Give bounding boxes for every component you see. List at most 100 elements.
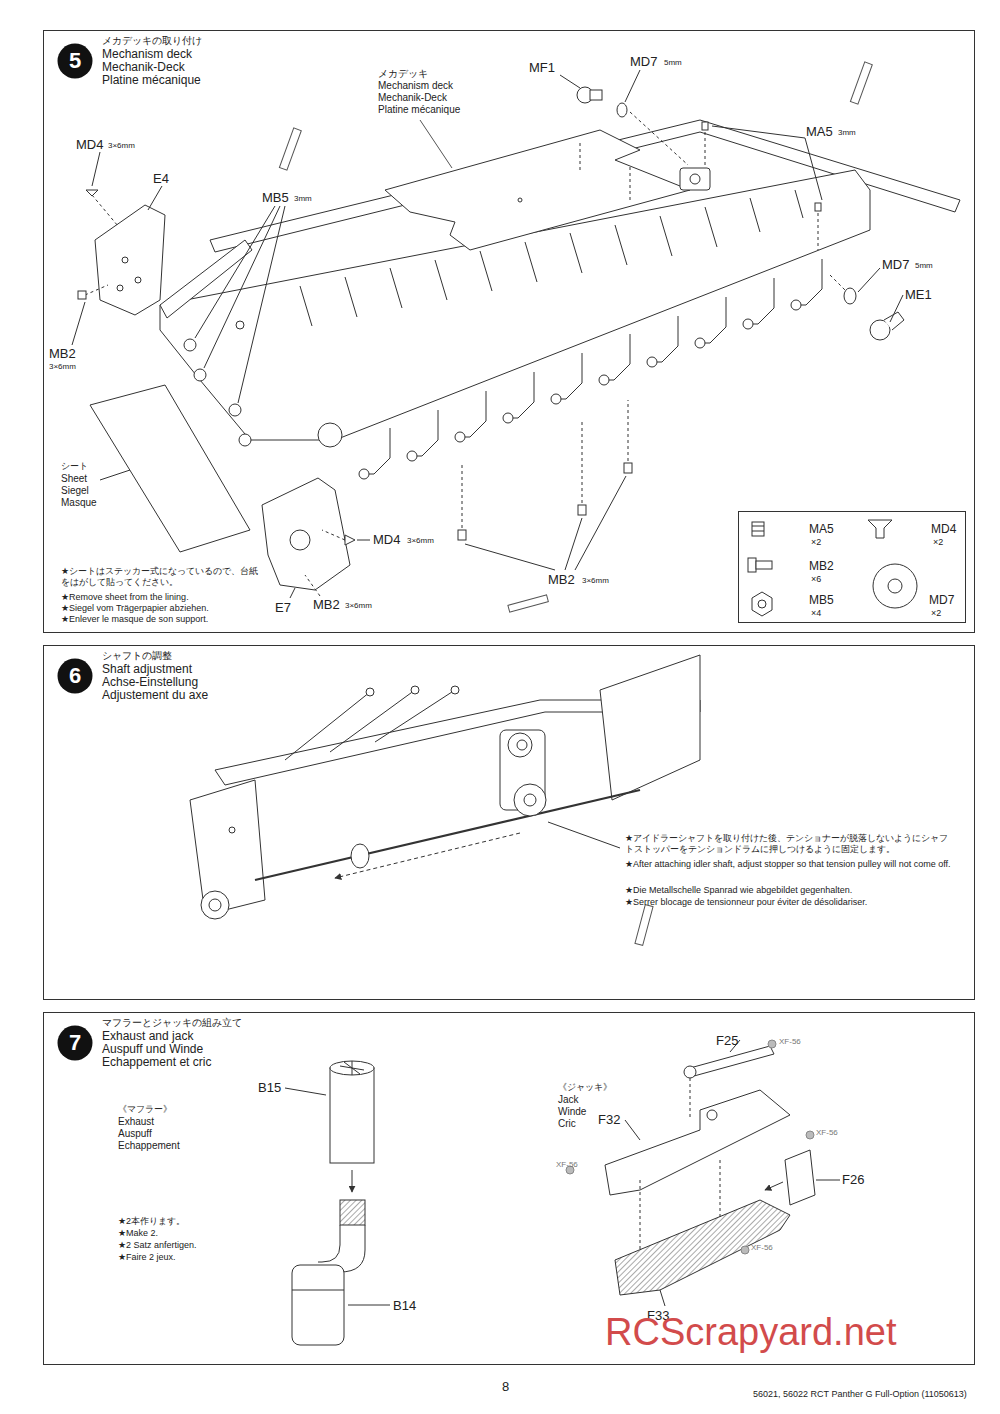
screw-size: 5mm bbox=[915, 261, 933, 271]
glue-tube bbox=[635, 905, 653, 946]
bracket-drawing bbox=[72, 302, 85, 345]
tensioner-parts bbox=[630, 112, 688, 165]
parts-icons bbox=[752, 531, 764, 532]
bracket-drawing bbox=[122, 257, 128, 263]
exhaust-drawing bbox=[285, 1088, 326, 1095]
hull-drawing bbox=[345, 277, 357, 317]
hull-drawing bbox=[525, 242, 537, 282]
exhaust-drawing bbox=[348, 1305, 390, 1306]
jack-drawing bbox=[625, 1120, 640, 1140]
paint-marker bbox=[806, 1131, 814, 1139]
subtitle: Echappement bbox=[118, 1140, 180, 1152]
suspension-arm bbox=[796, 259, 822, 305]
hull-drawing bbox=[660, 216, 672, 256]
circle-fill bbox=[58, 659, 93, 694]
hull-drawing bbox=[705, 207, 717, 247]
bracket-drawing bbox=[184, 339, 196, 351]
jack-drawing bbox=[816, 1180, 840, 1181]
subtitle-jp: 《マフラー》 bbox=[118, 1104, 172, 1115]
panel-title-jp: マフラーとジャッキの組み立て bbox=[102, 1017, 242, 1029]
part-number: MB5 bbox=[262, 190, 289, 206]
paint-marker bbox=[768, 1040, 776, 1048]
parts-icons bbox=[873, 564, 917, 608]
chassis-drawing bbox=[508, 733, 532, 757]
tensioner-parts bbox=[680, 168, 710, 190]
exhaust-drawing bbox=[292, 1265, 344, 1345]
glue-tube bbox=[279, 128, 301, 170]
bracket-drawing bbox=[148, 186, 162, 210]
suspension-arm bbox=[412, 410, 438, 456]
chassis-drawing bbox=[201, 891, 229, 919]
hull-drawing bbox=[390, 268, 402, 308]
tensioner-parts bbox=[712, 126, 805, 138]
note-text: ★シートはステッカー式になっているので、台紙をはがして貼ってください。 bbox=[61, 566, 261, 588]
jack-drawing bbox=[615, 1200, 790, 1295]
parts-box: MA5×2MD4×2MB2×6MB5×4MD7×2 bbox=[738, 511, 966, 623]
tensioner-parts bbox=[590, 90, 602, 100]
part-number: MD4 bbox=[76, 137, 103, 153]
panel-title: Shaft adjustment bbox=[102, 662, 192, 676]
bracket-drawing bbox=[92, 152, 100, 186]
chassis-drawing bbox=[330, 690, 415, 752]
part-number: MD7 bbox=[882, 257, 909, 273]
jack-drawing bbox=[690, 1078, 691, 1120]
hull-drawing bbox=[480, 251, 492, 291]
part-number: MA5 bbox=[806, 124, 833, 140]
screw-size: 3mm bbox=[294, 194, 312, 204]
jack-drawing bbox=[785, 1150, 815, 1205]
jack-drawing bbox=[720, 1160, 721, 1220]
step-number: 6 bbox=[57, 658, 93, 694]
glue-tube bbox=[635, 905, 653, 946]
part-number: E4 bbox=[153, 171, 169, 187]
tensioner-parts bbox=[705, 132, 706, 166]
part-number: MD7 bbox=[929, 593, 954, 607]
bracket-drawing bbox=[204, 206, 280, 368]
note-text: ★Enlever le masque de son support. bbox=[61, 614, 208, 625]
suspension-arm bbox=[652, 316, 678, 362]
part-label-jp: シート bbox=[61, 461, 88, 472]
chassis-drawing bbox=[351, 844, 369, 868]
bracket-drawing bbox=[322, 530, 345, 540]
part-number: B14 bbox=[393, 1298, 416, 1314]
screw-size: 3×6mm bbox=[108, 141, 135, 151]
subtitle: Platine mécanique bbox=[378, 104, 460, 116]
screw-leader bbox=[582, 420, 583, 503]
suspension-arm bbox=[508, 372, 534, 418]
bracket-drawing bbox=[357, 540, 370, 541]
page-number: 8 bbox=[502, 1379, 509, 1395]
jack-drawing bbox=[605, 1040, 840, 1306]
bracket-drawing bbox=[117, 285, 123, 291]
sheet-sticker bbox=[90, 385, 250, 552]
exhaust-drawing bbox=[318, 1225, 340, 1262]
circle-fill bbox=[58, 1026, 93, 1061]
step-panel: メカデッキの取り付けMechanism deckMechanik-DeckPla… bbox=[43, 30, 975, 633]
part-number: ME1 bbox=[905, 287, 932, 303]
note-text: ★Die Metallschelle Spanrad wie abgebilde… bbox=[625, 885, 852, 896]
panel-title: Achse-Einstellung bbox=[102, 675, 198, 689]
chassis-drawing bbox=[285, 692, 370, 760]
suspension-arm bbox=[695, 338, 705, 348]
chassis-drawing bbox=[366, 688, 374, 696]
exhaust-drawing bbox=[352, 1061, 353, 1075]
part-number: MB2 bbox=[809, 559, 834, 573]
mechanism-deck-plate bbox=[420, 120, 452, 168]
panel-title: Adjustement du axe bbox=[102, 688, 208, 702]
panel-title-jp: メカデッキの取り付け bbox=[102, 35, 202, 47]
sheet-sticker bbox=[100, 470, 130, 480]
screw-leader bbox=[462, 462, 463, 528]
hull-drawing bbox=[160, 120, 960, 447]
step-number-circle: 7 bbox=[57, 1025, 93, 1061]
tensioner-parts bbox=[690, 174, 700, 184]
panel-title: Auspuff und Winde bbox=[102, 1042, 203, 1056]
chassis-drawing bbox=[514, 784, 546, 816]
hull-drawing bbox=[236, 321, 244, 329]
parts-icons bbox=[748, 520, 917, 616]
bracket-drawing bbox=[72, 152, 370, 598]
tensioner-parts bbox=[815, 203, 821, 211]
subtitle-jp: メカデッキ bbox=[378, 68, 428, 80]
chassis-drawing bbox=[548, 822, 620, 848]
parts-icons bbox=[752, 522, 764, 536]
